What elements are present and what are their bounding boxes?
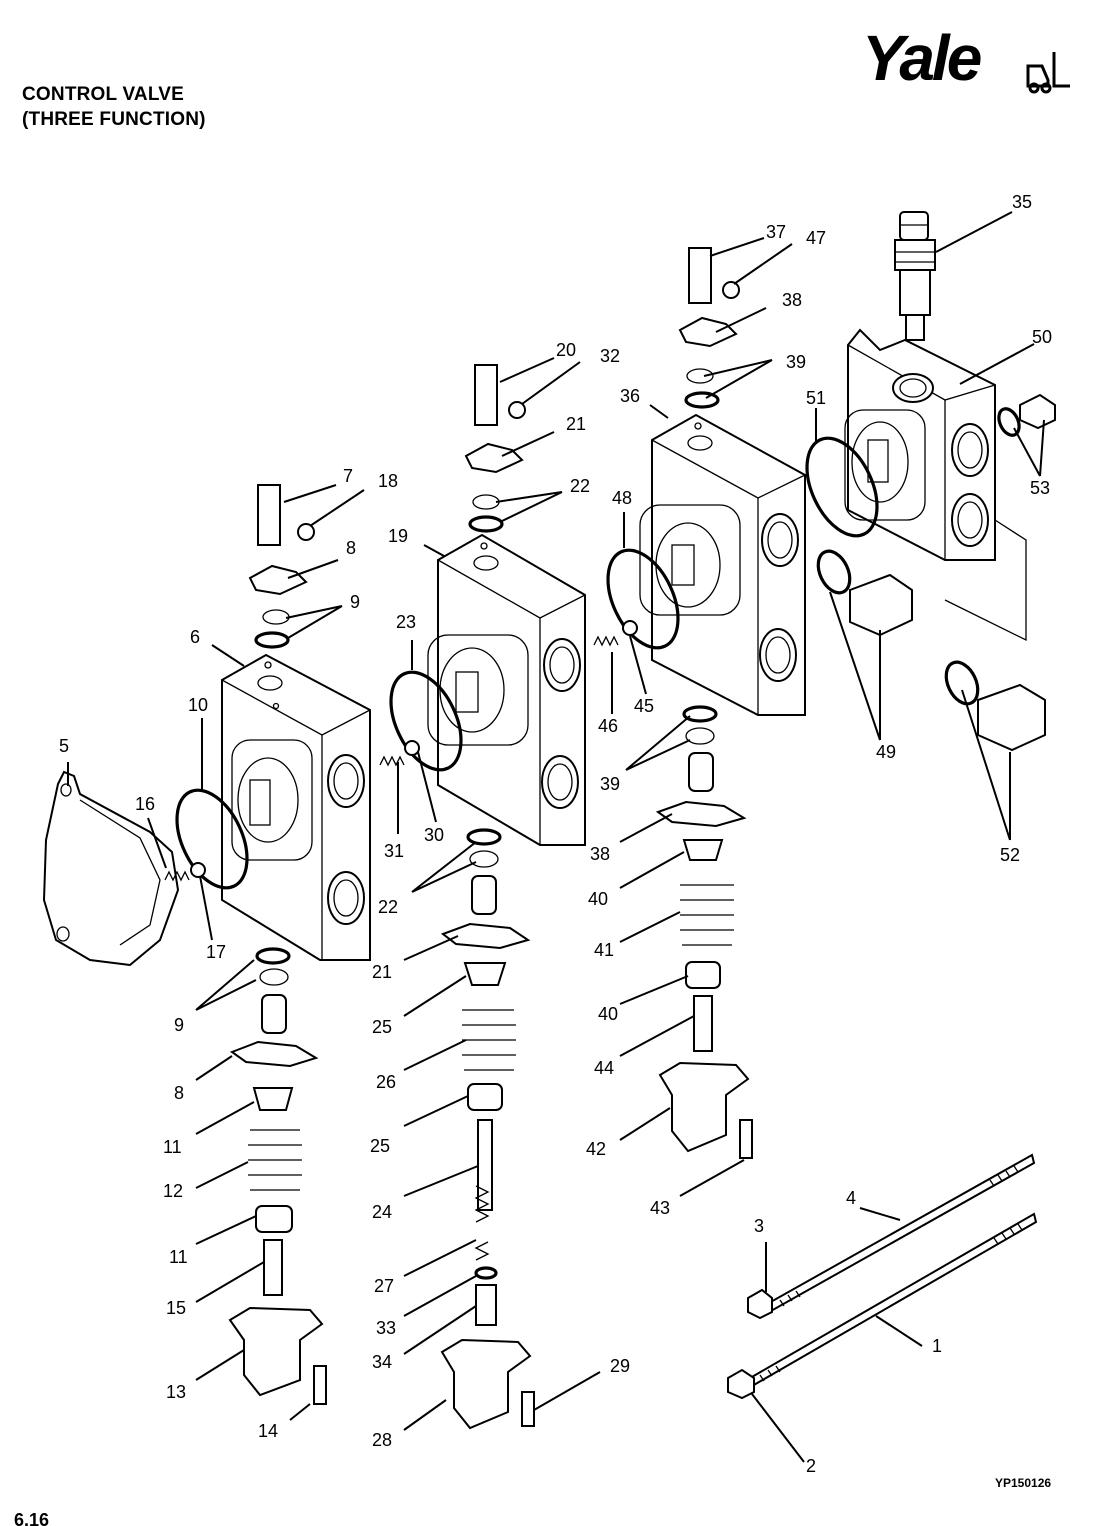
callout-23: 23 [396,612,416,632]
callout-39b: 39 [600,774,620,794]
callout-19: 19 [388,526,408,546]
callout-8b: 8 [174,1083,184,1103]
leader-lines [67,211,1045,1463]
yale-logo-wordmark: Yale [862,22,982,94]
end-cover-part [42,770,180,967]
callout-35: 35 [1012,192,1032,212]
callout-44: 44 [594,1058,614,1078]
callout-31: 31 [384,841,404,861]
figure-code: YP150126 [995,1476,1052,1490]
callout-47: 47 [806,228,826,248]
callout-1: 1 [932,1336,942,1356]
diagram-subtitle: (THREE FUNCTION) [22,109,206,130]
callout-18: 18 [378,471,398,491]
callout-42: 42 [586,1139,606,1159]
callout-17: 17 [206,942,226,962]
callout-22b: 22 [378,897,398,917]
callout-25: 25 [372,1017,392,1037]
page-number: 6.16 [14,1510,50,1526]
third-section-block-part [639,413,806,716]
callout-13: 13 [166,1382,186,1402]
callout-52: 52 [1000,845,1020,865]
port-plugs [816,393,1056,752]
callout-39: 39 [786,352,806,372]
callout-33: 33 [376,1318,396,1338]
callout-6: 6 [190,627,200,647]
callout-9: 9 [350,592,360,612]
callout-25b: 25 [370,1136,390,1156]
callout-15: 15 [166,1298,186,1318]
callout-7: 7 [343,466,353,486]
diagram-title: CONTROL VALVE [22,84,184,105]
o-ring-10 [175,788,249,890]
callout-14: 14 [258,1421,278,1441]
callout-26: 26 [376,1072,396,1092]
callout-10: 10 [188,695,208,715]
callout-9b: 9 [174,1015,184,1035]
callout-3: 3 [754,1216,764,1236]
callout-8: 8 [346,538,356,558]
callout-38b: 38 [590,844,610,864]
o-ring-51 [805,436,879,538]
callout-21b: 21 [372,962,392,982]
callout-50: 50 [1032,327,1052,347]
forklift-icon [1026,52,1070,94]
callout-41: 41 [594,940,614,960]
callout-32: 32 [600,346,620,366]
callout-22: 22 [570,476,590,496]
callout-labels: 7 18 8 9 6 10 5 16 17 9 8 11 12 11 15 13… [59,192,1052,1476]
callout-53: 53 [1030,478,1050,498]
callout-11: 11 [163,1137,182,1157]
callout-38: 38 [782,290,802,310]
check-springs [164,620,638,882]
callout-45: 45 [634,696,654,716]
callout-20: 20 [556,340,576,360]
lower-spring-stacks [228,705,753,1430]
o-ring-23 [389,670,463,772]
callout-51: 51 [806,388,826,408]
callout-37: 37 [766,222,786,242]
relief-valve-part [894,211,936,341]
callout-24: 24 [372,1202,392,1222]
callout-16: 16 [135,794,155,814]
callout-2: 2 [806,1456,816,1476]
callout-34: 34 [372,1352,392,1372]
callout-28: 28 [372,1430,392,1450]
o-ring-48 [606,548,680,650]
middle-section-block-part [427,533,586,846]
callout-5: 5 [59,736,69,756]
inlet-section-part [844,328,1027,642]
callout-27: 27 [374,1276,394,1296]
callout-48: 48 [612,488,632,508]
callout-49: 49 [876,742,896,762]
callout-30: 30 [424,825,444,845]
callout-36: 36 [620,386,640,406]
callout-40: 40 [588,889,608,909]
upper-spool-stacks [248,247,740,649]
tie-rods [727,1153,1038,1400]
callout-40b: 40 [598,1004,618,1024]
callout-46: 46 [598,716,618,736]
first-section-block-part [221,653,371,961]
callout-4: 4 [846,1188,856,1208]
yale-logo: Yale [862,18,1077,98]
callout-11b: 11 [169,1247,188,1267]
callout-29: 29 [610,1356,630,1376]
callout-43: 43 [650,1198,670,1218]
callout-12: 12 [163,1181,183,1201]
callout-21: 21 [566,414,586,434]
